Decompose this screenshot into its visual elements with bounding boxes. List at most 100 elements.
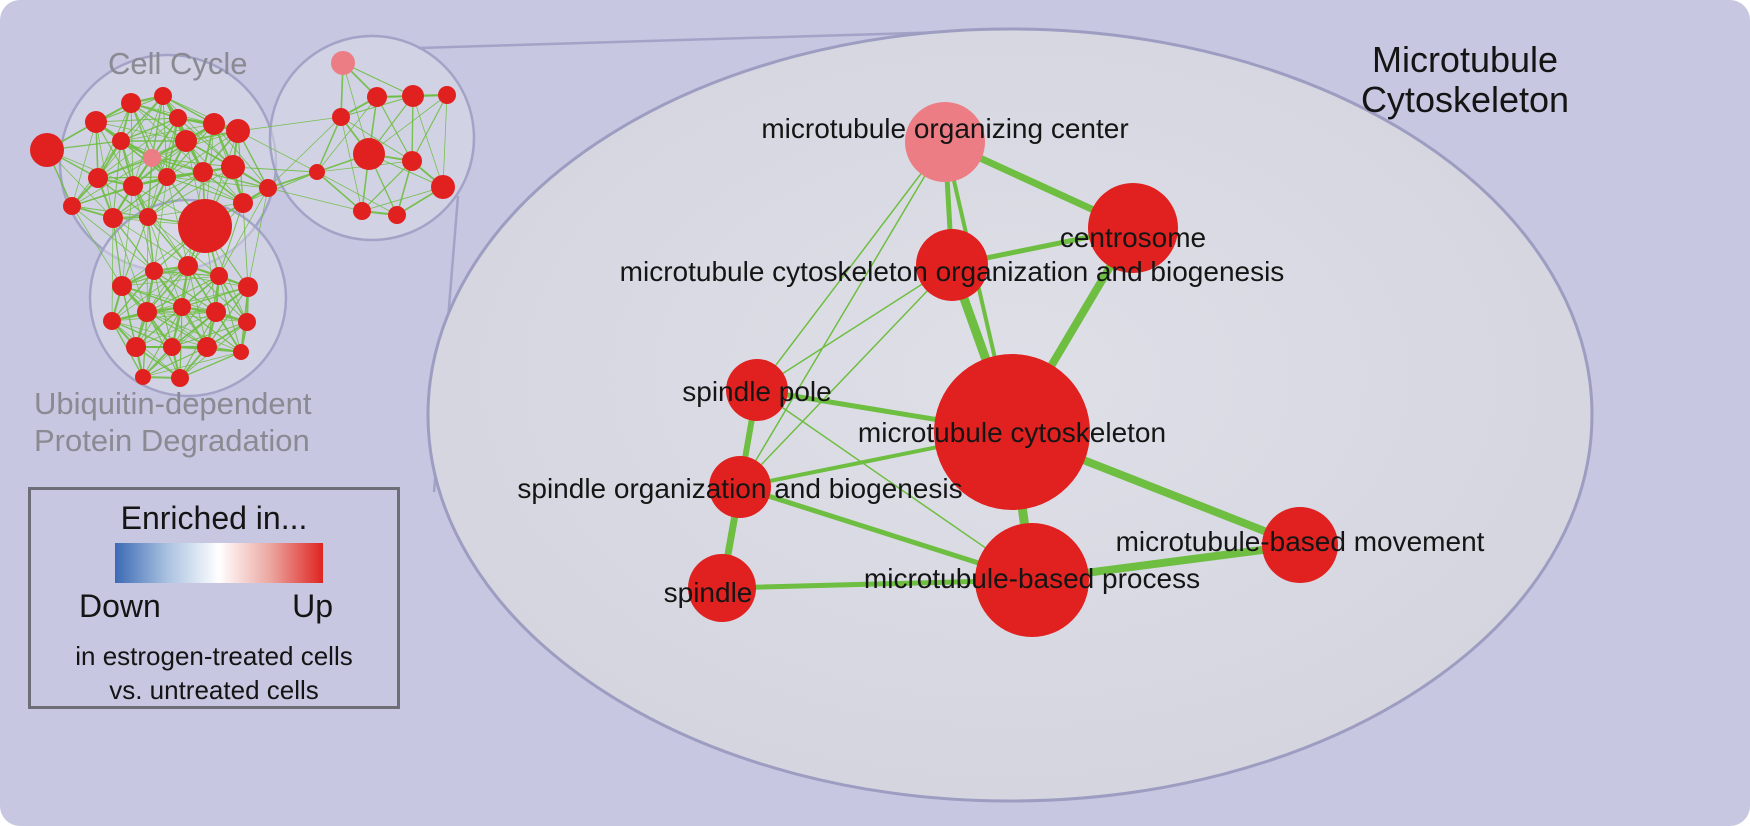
- overview-edge: [368, 94, 448, 155]
- overview-edge: [247, 187, 269, 288]
- overview-node: [178, 256, 198, 276]
- overview-edge: [112, 176, 168, 219]
- overview-node: [221, 155, 245, 179]
- overview-node: [353, 202, 371, 220]
- edge-moc-spindle_pole: [756, 141, 946, 391]
- overview-edge: [142, 306, 183, 378]
- overview-node: [353, 138, 385, 170]
- overview-edge: [267, 187, 363, 212]
- overview-edge: [121, 216, 149, 287]
- overview-node: [332, 108, 350, 126]
- overview-node: [238, 277, 258, 297]
- legend-box: Enriched in... Down Up in estrogen-treat…: [28, 487, 400, 709]
- overview-edge: [242, 171, 318, 204]
- overview-edge: [111, 320, 181, 379]
- overview-edge: [146, 265, 189, 313]
- overview-edge: [112, 140, 122, 219]
- overview-edge: [135, 311, 217, 348]
- overview-node: [367, 87, 387, 107]
- overview-edge: [147, 216, 155, 272]
- overview-node: [175, 130, 197, 152]
- overview-node: [103, 208, 123, 228]
- overview-edge: [121, 285, 183, 308]
- overview-edge: [111, 217, 114, 322]
- overview-edge: [166, 130, 239, 178]
- overview-node: [331, 51, 355, 75]
- overview-edge: [218, 187, 269, 277]
- node-label-mt_process: microtubule-based process: [864, 563, 1200, 594]
- overview-edge: [97, 117, 179, 179]
- node-spindle_org: [709, 456, 771, 518]
- overview-edge: [232, 166, 318, 173]
- overview-edge: [121, 275, 220, 287]
- overview-edge: [71, 205, 123, 287]
- legend-caption-line1: in estrogen-treated cells: [75, 641, 353, 671]
- overview-edge: [147, 117, 179, 218]
- cluster-label-ubiquitin: Ubiquitin-dependent Protein Degradation: [34, 386, 312, 459]
- node-mt_cytoskeleton: [934, 354, 1090, 510]
- overview-edge: [213, 123, 269, 189]
- overview-node: [143, 149, 161, 167]
- node-label-mtcob: microtubule cytoskeleton organization an…: [620, 256, 1285, 287]
- overview-node: [431, 175, 455, 199]
- overview-edge: [130, 102, 204, 173]
- overview-edge: [95, 121, 187, 142]
- legend-down-label: Down: [79, 588, 161, 624]
- overview-edge: [181, 286, 249, 308]
- overview-edge: [153, 176, 168, 272]
- overview-edge: [95, 121, 134, 187]
- overview-edge: [147, 157, 153, 218]
- overview-node: [145, 262, 163, 280]
- node-label-spindle: spindle: [664, 577, 753, 608]
- overview-edge: [412, 95, 444, 188]
- overview-node: [112, 276, 132, 296]
- overview-node: [238, 313, 256, 331]
- overview-edge: [146, 216, 149, 313]
- overview-edge: [202, 171, 269, 189]
- edge-mtcob-spindle_pole: [756, 264, 953, 391]
- node-spindle_pole: [726, 359, 788, 421]
- overview-edge: [237, 130, 318, 173]
- overview-edge: [162, 95, 234, 168]
- overview-node: [402, 85, 424, 107]
- legend-endpoint-labels: Down Up: [79, 588, 333, 625]
- overview-node: [169, 109, 187, 127]
- overview-edge: [97, 177, 149, 218]
- cell-cycle-text: Cell Cycle: [108, 46, 248, 81]
- node-moc: [905, 102, 985, 182]
- overview-node: [438, 86, 456, 104]
- cluster-label-cell-cycle: Cell Cycle: [108, 46, 248, 83]
- overview-edge: [71, 176, 168, 207]
- overview-edge: [147, 216, 220, 277]
- node-mt_process: [975, 523, 1089, 637]
- overview-edge: [340, 116, 363, 212]
- overview-edge: [71, 121, 97, 207]
- node-label-spindle_pole: spindle pole: [682, 376, 831, 407]
- overview-edge: [316, 171, 398, 216]
- overview-edge: [120, 117, 179, 142]
- overview-edge: [97, 140, 187, 179]
- overview-edge: [166, 176, 244, 204]
- node-label-centrosome: centrosome: [1060, 222, 1206, 253]
- zoom-title-line2: Cytoskeleton: [1360, 79, 1570, 121]
- legend-title: Enriched in...: [120, 500, 308, 536]
- zoom-cluster-title: Microtubule Cytoskeleton: [1325, 39, 1605, 121]
- overview-node: [309, 164, 325, 180]
- node-mtcob: [916, 229, 988, 301]
- node-spindle: [688, 554, 756, 622]
- overview-edge: [111, 311, 217, 322]
- overview-edge: [147, 216, 189, 267]
- overview-edge: [135, 265, 189, 348]
- overview-node: [197, 337, 217, 357]
- legend-caption: in estrogen-treated cells vs. untreated …: [31, 640, 397, 708]
- overview-node: [163, 338, 181, 356]
- overview-node: [226, 119, 250, 143]
- overview-edge: [112, 217, 123, 287]
- node-label-spindle_org: spindle organization and biogenesis: [517, 473, 962, 504]
- overview-node: [388, 206, 406, 224]
- overview-edge: [442, 94, 448, 188]
- legend-caption-line2: vs. untreated cells: [109, 674, 319, 705]
- overview-node: [206, 302, 226, 322]
- overview-node: [121, 93, 141, 113]
- overview-edge: [120, 123, 215, 142]
